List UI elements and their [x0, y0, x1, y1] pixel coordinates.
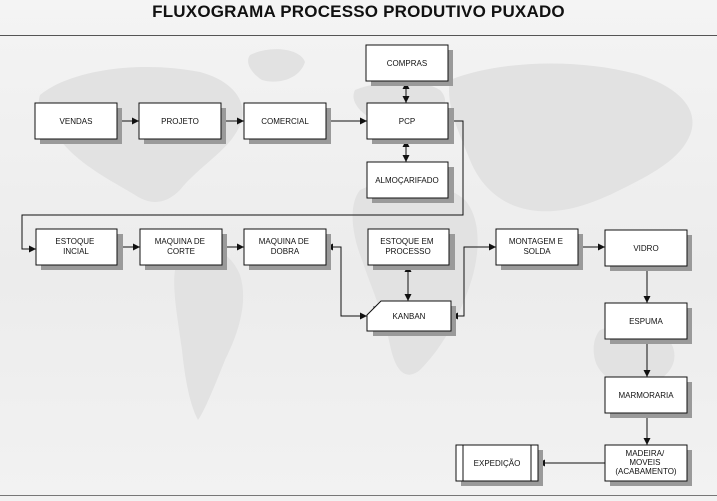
node-maquina-corte-label: MAQUINA DE CORTE [155, 237, 207, 256]
node-almoxarifado[interactable]: ALMOÇARIFADO [366, 161, 454, 203]
node-marmoraria[interactable]: MARMORARIA [604, 376, 692, 418]
node-projeto[interactable]: PROJETO [138, 102, 226, 144]
map-greenland [248, 49, 305, 82]
arrow-dobra-kanban [326, 243, 367, 320]
arrow-kanban-montagem [451, 243, 496, 320]
node-maquina-corte[interactable]: MAQUINA DE CORTE [139, 228, 227, 270]
node-vendas-label: VENDAS [60, 117, 93, 126]
node-madeira-moveis[interactable]: MADEIRA/ MOVEIS (ACABAMENTO) [604, 444, 692, 486]
arrow-pcp-estoque-inicial [21, 120, 464, 253]
node-espuma[interactable]: ESPUMA [604, 302, 692, 344]
node-vendas[interactable]: VENDAS [34, 102, 122, 144]
kanban-shape [366, 300, 452, 332]
node-kanban-label: KANBAN [393, 312, 426, 321]
node-montagem-solda-label: MONTAGEM E SOLDA [509, 237, 565, 256]
node-kanban[interactable]: KANBAN [366, 300, 456, 336]
node-pcp[interactable]: PCP [366, 102, 454, 144]
node-expedicao-label: EXPEDIÇÃO [474, 459, 521, 468]
node-maquina-dobra-label: MAQUINA DE DOBRA [259, 237, 311, 256]
process-nodes: COMPRAS VENDAS PROJETO COMERCIAL PCP [34, 44, 692, 486]
node-expedicao[interactable]: EXPEDIÇÃO [455, 444, 543, 486]
node-projeto-label: PROJETO [161, 117, 199, 126]
page-title: FLUXOGRAMA PROCESSO PRODUTIVO PUXADO [152, 2, 565, 21]
node-estoque-inicial-label: ESTOQUE INCIAL [55, 237, 96, 256]
title-divider [0, 35, 717, 36]
node-montagem-solda[interactable]: MONTAGEM E SOLDA [495, 228, 583, 270]
node-estoque-inicial[interactable]: ESTOQUE INCIAL [35, 228, 123, 270]
bottom-divider [0, 495, 717, 496]
node-estoque-processo-label: ESTOQUE EM PROCESSO [380, 237, 435, 256]
node-comercial[interactable]: COMERCIAL [243, 102, 331, 144]
node-espuma-label: ESPUMA [629, 317, 663, 326]
node-almoxarifado-label: ALMOÇARIFADO [375, 176, 439, 185]
node-marmoraria-label: MARMORARIA [618, 391, 674, 400]
node-maquina-dobra[interactable]: MAQUINA DE DOBRA [243, 228, 331, 270]
node-vidro[interactable]: VIDRO [604, 229, 692, 271]
map-asia [449, 63, 693, 212]
node-compras[interactable]: COMPRAS [365, 44, 453, 86]
world-map-background [38, 49, 693, 420]
map-south-america [174, 246, 244, 420]
node-madeira-moveis-label: MADEIRA/ MOVEIS (ACABAMENTO) [615, 449, 677, 476]
node-vidro-label: VIDRO [633, 244, 658, 253]
node-compras-label: COMPRAS [387, 59, 427, 68]
node-estoque-processo[interactable]: ESTOQUE EM PROCESSO [367, 228, 455, 270]
map-africa [352, 180, 478, 375]
node-pcp-label: PCP [399, 117, 415, 126]
node-comercial-label: COMERCIAL [261, 117, 309, 126]
